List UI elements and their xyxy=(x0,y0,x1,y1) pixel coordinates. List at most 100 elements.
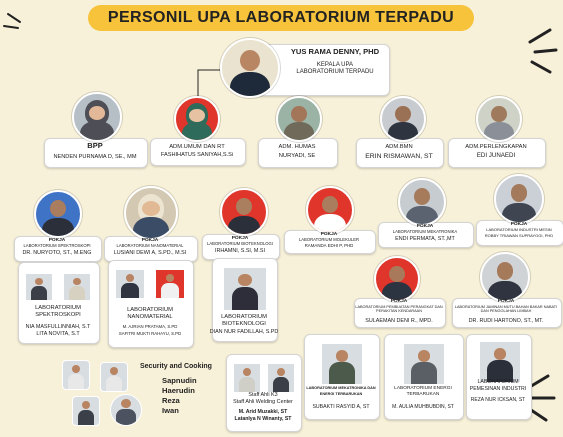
k3-role-2: Staff Ahli Welding Center xyxy=(233,399,293,405)
pokja-photo-mekatronika xyxy=(398,178,446,226)
pokja-label-bahan-bakar: POKJA xyxy=(497,299,515,304)
pokja-label-spektroskopi: POKJA xyxy=(48,238,66,243)
pokja-lab-bioteknologi: LABORATORIUM BIOTEKNOLOGI xyxy=(207,241,273,246)
lab-staff-spektroskopi-1: NIA MASFULLINNIAH, S.T xyxy=(25,324,91,330)
lab-subtitle-bioteknologi: BIOTEKNOLOGI xyxy=(222,321,266,327)
lab-title-energi: LABORATORIUM ENERGI xyxy=(394,386,452,391)
head-photo xyxy=(220,38,280,98)
pokja-lab-industri-mesin: LABORATORIUM INDUSTRI MESIN xyxy=(486,227,552,232)
pokja-lab-molekuler: LABORATORIUM MOLEKULER xyxy=(298,237,360,242)
lab-title-spektroskopi: LABORATORIUM xyxy=(35,305,81,311)
lab-title-nanomaterial: LABORATORIUM xyxy=(127,307,173,313)
pokja-lab-bahan-bakar: LABORATORIUM JAMINAN MUTU BAHAN BAKAR NA… xyxy=(454,305,558,314)
staff-card-umum xyxy=(150,138,246,166)
lab-card-mekatronika xyxy=(304,334,380,420)
staff-card-perlengkapan xyxy=(448,138,546,168)
lab-card-nanomaterial xyxy=(108,260,194,348)
lab-card-bioteknologi xyxy=(212,258,278,342)
pokja-photo-bahan-bakar xyxy=(480,252,530,302)
pokja-photo-industri-mesin xyxy=(494,174,544,224)
security-title: Security and Cooking xyxy=(140,363,212,370)
security-name-4: Iwan xyxy=(162,406,179,415)
lab-subtitle-pemesinan: PEMESINAN INDUSTRI xyxy=(469,386,527,392)
lab-subtitle-spektroskopi: SPEKTROSKOPI xyxy=(35,312,81,318)
pokja-lab-perangkat: LABORATORIUM PEMBUATAN PERANGKAT DAN PER… xyxy=(355,305,443,314)
staff-photo-bmn xyxy=(380,96,426,142)
head-role-unit: LABORATORIUM TERPADU xyxy=(296,69,374,75)
pokja-card-spektroskopi xyxy=(14,236,102,262)
pokja-photo-spektroskopi xyxy=(34,190,82,238)
pokja-lab-spektroskopi: LABORATORIUM SPEKTROSKOPI xyxy=(23,243,91,248)
staff-name-umum: FASHIHATUS SANIYAH,S.Si xyxy=(160,152,234,158)
head-name: YUS RAMA DENNY, PHD xyxy=(290,47,380,56)
staff-role-umum: ADM.UMUM DAN RT xyxy=(169,144,225,150)
security-photo-2 xyxy=(100,362,128,392)
lab-title-bioteknologi: LABORATORIUM xyxy=(221,314,267,320)
staff-role-bmn: ADM.BMN xyxy=(385,144,413,150)
pokja-lab-mekatronika: LABORATORIUM MEKATRONIKA xyxy=(392,229,458,234)
k3-name-2: Latanlya N Winanty, ST xyxy=(234,416,292,422)
pokja-photo-nanomaterial xyxy=(124,186,178,240)
pokja-photo-molekuler xyxy=(306,186,354,234)
page-title: PERSONIL UPA LABORATORIUM TERPADU xyxy=(88,5,474,31)
security-name-3: Reza xyxy=(162,396,180,405)
security-photo-3 xyxy=(72,396,100,426)
lab-staff-bioteknologi-1: DIAN NUR FADILLAH, S.PD xyxy=(209,329,279,335)
lab-card-energi xyxy=(384,334,464,420)
lab-staff-mekatronika-1: SUBAKTI RASYID A, ST xyxy=(312,404,370,410)
corner-burst-top-right xyxy=(528,28,558,74)
staff-name-humas: NURYADI, SE xyxy=(278,153,316,159)
pokja-label-bioteknologi: POKJA xyxy=(231,236,249,241)
lab-staff-pemesinan-1: REZA NUR ICKSAN, ST xyxy=(470,397,526,403)
lab-title-mekatronika: LABORATORIUM MEKATRONIKA DAN xyxy=(306,386,376,390)
pokja-card-perangkat xyxy=(354,298,446,328)
lab-staff-nanomaterial-2: SAFITRI MUKTI RAHAYU, S.PD xyxy=(118,331,182,336)
pokja-photo-perangkat xyxy=(374,256,420,302)
pokja-name-nanomaterial: LUSIANI DEWI A, S.PD., M.SI xyxy=(113,250,187,256)
staff-photo-bpp xyxy=(72,92,122,142)
security-name-2: Haerudin xyxy=(162,386,195,395)
corner-burst-left xyxy=(3,13,21,29)
staff-name-perlengkapan: EDI JUNAEDI xyxy=(476,152,516,159)
pokja-photo-bioteknologi xyxy=(220,188,268,236)
staff-photo-perlengkapan xyxy=(476,96,522,142)
pokja-name-industri-mesin: ROBBY TRIAWAN SUPRAYOGI, PHD xyxy=(484,233,554,238)
lab-card-spektroskopi xyxy=(18,262,100,344)
k3-card xyxy=(226,354,302,432)
lab-subtitle-nanomaterial: NANOMATERIAL xyxy=(127,314,173,320)
pokja-name-bahan-bakar: DR. RUDI HARTONO, ST., MT. xyxy=(468,318,544,324)
staff-role-bpp: BPP xyxy=(87,141,103,150)
staff-role-humas: ADM. HUMAS xyxy=(278,144,316,150)
staff-role-perlengkapan: ADM.PERLENGKAPAN xyxy=(465,144,527,150)
head-role: KEPALA UPA xyxy=(316,62,354,68)
pokja-name-molekuler: RAMANDA EDHI P, PHD xyxy=(304,243,354,248)
security-photo-4 xyxy=(110,394,142,426)
pokja-name-spektroskopi: DR. NURYOTO, ST., M.ENG xyxy=(22,250,92,256)
k3-role-1: Staff Ahli K3 xyxy=(248,392,278,398)
lab-card-pemesinan xyxy=(466,334,532,420)
lab-staff-spektroskopi-2: LITA NOVITA, S.T xyxy=(36,331,80,337)
lab-subtitle-mekatronika: ENERGI TERBARUKAN xyxy=(319,392,363,396)
staff-photo-humas xyxy=(276,96,322,142)
pokja-name-bioteknologi: IRHAMNI, S.SI, M.SI xyxy=(214,248,266,254)
staff-name-bpp: NENDEN PURNAMA D, SE., MM xyxy=(53,154,137,160)
pokja-name-perangkat: SULAEMAN DENI R., MPD. xyxy=(365,318,433,324)
pokja-label-molekuler: POKJA xyxy=(320,232,338,237)
k3-name-1: M. Arid Muzakki, ST xyxy=(238,409,288,415)
lab-staff-energi-1: M. AULIA MUHBUBDIN, ST xyxy=(392,404,454,410)
pokja-lab-nanomaterial: LABORATORIUM NANOMATERIAL xyxy=(116,243,184,248)
lab-staff-nanomaterial-1: M. AJRIAN PRATAMA, S.PD xyxy=(122,324,178,329)
pokja-card-industri-mesin xyxy=(476,220,563,246)
lab-title-pemesinan: LABORATORIUM xyxy=(477,379,519,385)
pokja-label-mekatronika: POKJA xyxy=(416,224,434,229)
pokja-label-perangkat: POKJA xyxy=(390,299,408,304)
security-photo-1 xyxy=(62,360,90,390)
staff-name-bmn: ERIN RISMAWAN, ST xyxy=(365,153,433,160)
pokja-name-mekatronika: ENDI PERMATA, ST.,MT xyxy=(395,236,455,242)
staff-photo-umum xyxy=(174,96,220,142)
pokja-label-industri-mesin: POKJA xyxy=(510,222,528,227)
security-name-1: Sapnudin xyxy=(162,376,197,385)
lab-subtitle-energi: TERBARUKAN xyxy=(406,392,440,397)
pokja-label-nanomaterial: POKJA xyxy=(141,238,159,243)
